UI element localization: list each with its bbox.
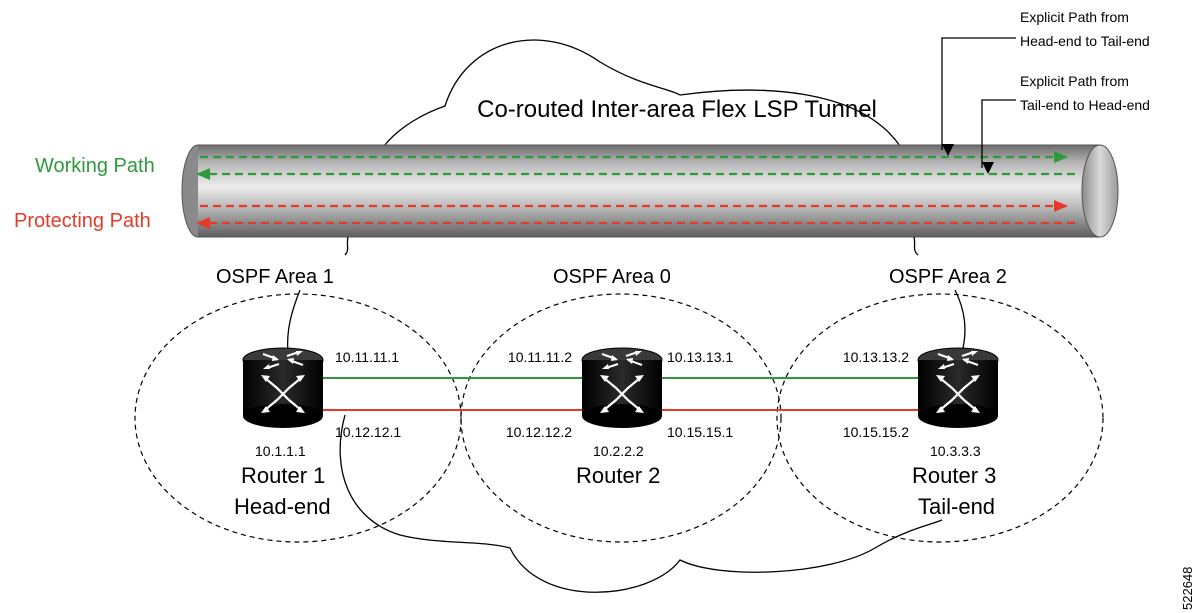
ip-r2-left-top: 10.11.11.2 xyxy=(508,349,572,365)
callout-tail-to-head-leader xyxy=(981,99,1016,174)
area-1-label: OSPF Area 1 xyxy=(216,266,334,288)
ip-r2-left-bottom: 10.12.12.2 xyxy=(506,424,572,440)
callout-head-to-tail-line2: Head-end to Tail-end xyxy=(1020,33,1150,49)
router-3-ip: 10.3.3.3 xyxy=(930,443,981,459)
ip-r2-right-top: 10.13.13.1 xyxy=(667,349,733,365)
area-2-label: OSPF Area 2 xyxy=(889,266,1007,288)
upper-cloud-outline xyxy=(383,39,901,147)
callout-head-to-tail-leader xyxy=(941,37,1016,156)
area1-connector xyxy=(344,236,349,256)
ip-r1-top: 10.11.11.1 xyxy=(335,349,399,365)
figure-id: 522648 xyxy=(1180,567,1195,610)
area-2-region xyxy=(776,293,1104,543)
area-2-leader xyxy=(954,289,966,353)
tunnel-title: Co-routed Inter-area Flex LSP Tunnel xyxy=(477,96,877,123)
ip-r3-bottom: 10.15.15.2 xyxy=(843,424,909,440)
router-3-name: Router 3 xyxy=(912,463,996,488)
area-1-leader xyxy=(286,289,301,353)
protecting-path-arrows xyxy=(196,200,1075,229)
area-0-label: OSPF Area 0 xyxy=(553,266,671,288)
ip-r2-right-bottom: 10.15.15.1 xyxy=(667,424,733,440)
area-0-region xyxy=(460,293,782,543)
tunnel-pipe xyxy=(181,144,1119,238)
ip-r3-top: 10.13.13.2 xyxy=(843,349,909,365)
working-path-label: Working Path xyxy=(35,155,155,177)
router-1-icon xyxy=(241,346,325,430)
router-2-ip: 10.2.2.2 xyxy=(593,443,644,459)
router-2-icon xyxy=(580,346,664,430)
protecting-path-label: Protecting Path xyxy=(14,210,151,232)
callout-tail-to-head-line2: Tail-end to Head-end xyxy=(1020,97,1150,113)
router-1-name: Router 1 xyxy=(241,463,325,488)
router-3-role: Tail-end xyxy=(918,494,995,519)
ip-r1-bottom: 10.12.12.1 xyxy=(335,424,401,440)
callout-head-to-tail-line1: Explicit Path from xyxy=(1020,9,1129,25)
working-path-arrows xyxy=(196,151,1075,180)
lower-cloud-outline xyxy=(339,414,943,593)
router-1-ip: 10.1.1.1 xyxy=(255,443,306,459)
router-3-icon xyxy=(916,346,1000,430)
callout-tail-to-head-line1: Explicit Path from xyxy=(1020,73,1129,89)
router-2-name: Router 2 xyxy=(576,463,660,488)
router-1-role: Head-end xyxy=(234,494,331,519)
area2-connector xyxy=(913,236,919,256)
